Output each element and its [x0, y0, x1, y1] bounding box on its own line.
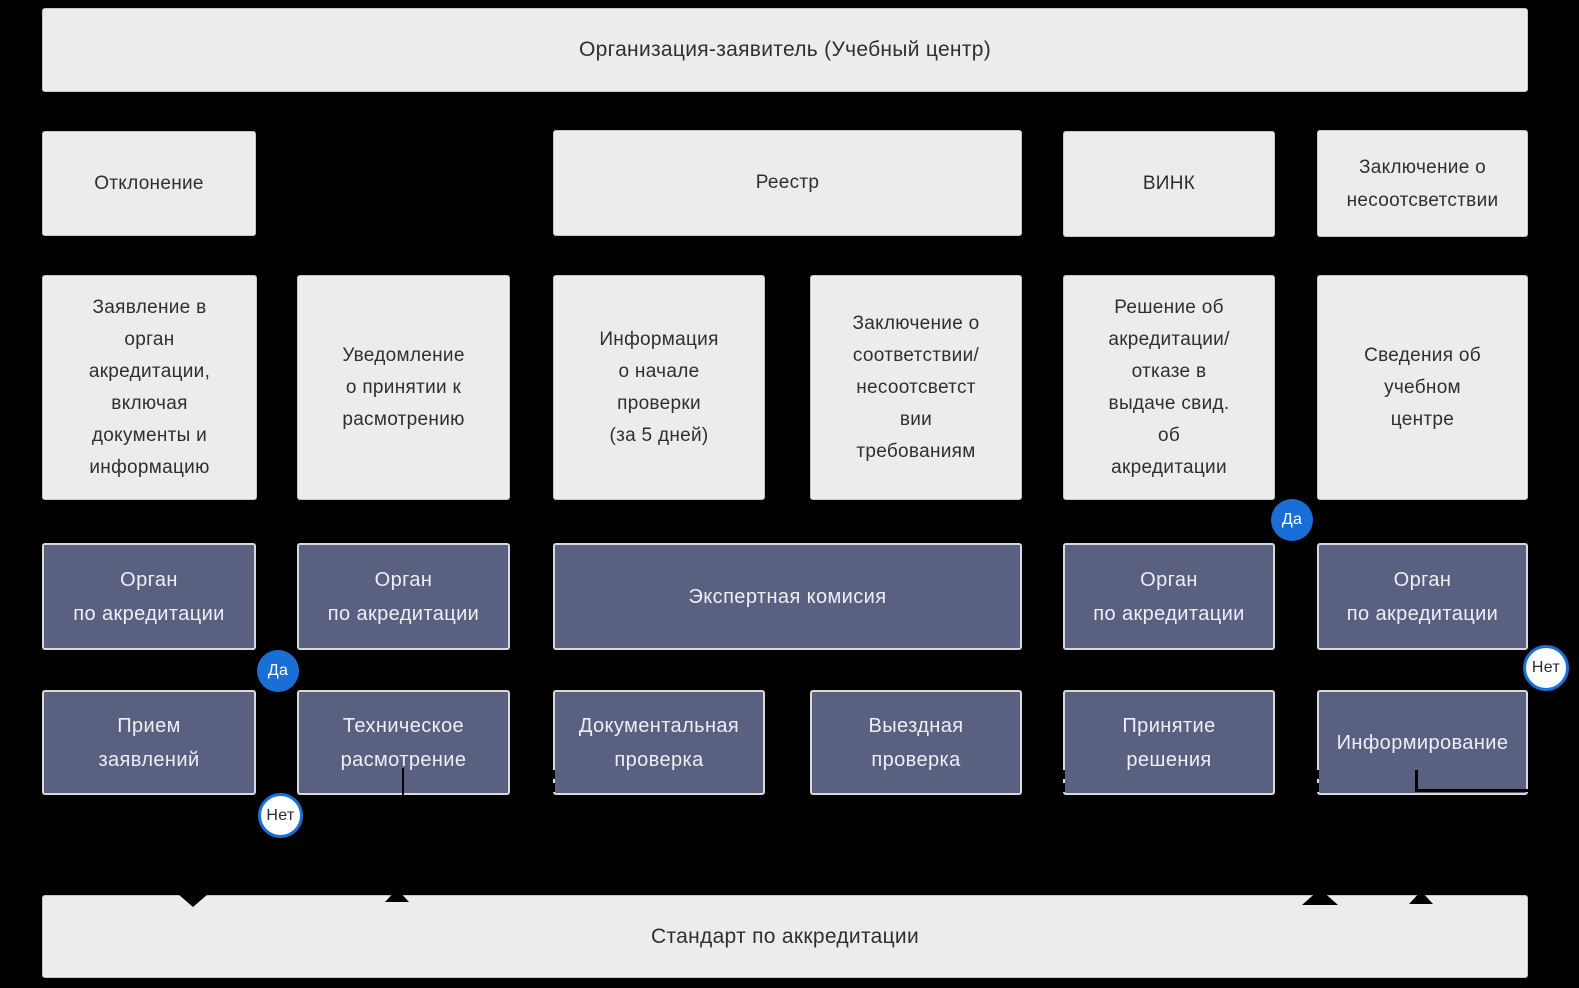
connector-tick — [552, 770, 555, 779]
box-application: Заявление в орган акредитации, включая д… — [42, 275, 257, 500]
standard-bar: Стандарт по аккредитации — [42, 895, 1528, 978]
connector-line — [402, 768, 404, 795]
box-decision-making: Принятие решения — [1063, 690, 1275, 795]
box-accreditation-body-1: Орган по акредитации — [42, 543, 256, 650]
box-accreditation-body-2: Орган по акредитации — [297, 543, 510, 650]
box-rejection: Отклонение — [42, 131, 256, 236]
connector-line — [1415, 789, 1528, 792]
arrow-up-icon — [385, 889, 409, 902]
box-accreditation-body-4: Орган по акредитации — [1317, 543, 1528, 650]
box-inspection-start-info: Информация о начале проверки (за 5 дней) — [553, 275, 765, 500]
arrow-down-icon — [178, 894, 208, 907]
box-nonconformity-conclusion: Заключение о несоотсветствии — [1317, 130, 1528, 237]
box-accreditation-body-3: Орган по акредитации — [1063, 543, 1275, 650]
arrow-up-icon — [1409, 891, 1433, 904]
box-informing: Информирование — [1317, 690, 1528, 795]
box-training-center-info: Сведения об учебном центре — [1317, 275, 1528, 500]
box-application-intake: Прием заявлений — [42, 690, 256, 795]
box-onsite-check: Выездная проверка — [810, 690, 1022, 795]
box-vink: ВИНК — [1063, 131, 1275, 237]
yes-badge-left: Да — [257, 650, 299, 692]
box-accreditation-decision: Решение об акредитации/ отказе в выдаче … — [1063, 275, 1275, 500]
connector-tick — [552, 783, 555, 792]
arrow-up-icon — [1302, 889, 1338, 905]
box-expert-commission: Экспертная комисия — [553, 543, 1022, 650]
no-badge-left: Нет — [258, 793, 303, 838]
connector-line — [1415, 770, 1418, 791]
connector-tick — [1316, 783, 1319, 792]
connector-tick — [1062, 770, 1065, 779]
box-registry: Реестр — [553, 130, 1022, 236]
box-acceptance-notice: Уведомление о принятии к расмотрению — [297, 275, 510, 500]
connector-tick — [1316, 770, 1319, 779]
box-document-check: Документальная проверка — [553, 690, 765, 795]
connector-tick — [1062, 783, 1065, 792]
no-badge-right: Нет — [1523, 645, 1569, 691]
yes-badge-right: Да — [1271, 499, 1313, 541]
applicant-bar: Организация-заявитель (Учебный центр) — [42, 8, 1528, 92]
box-conformity-conclusion: Заключение о соответствии/ несоотсветст … — [810, 275, 1022, 500]
